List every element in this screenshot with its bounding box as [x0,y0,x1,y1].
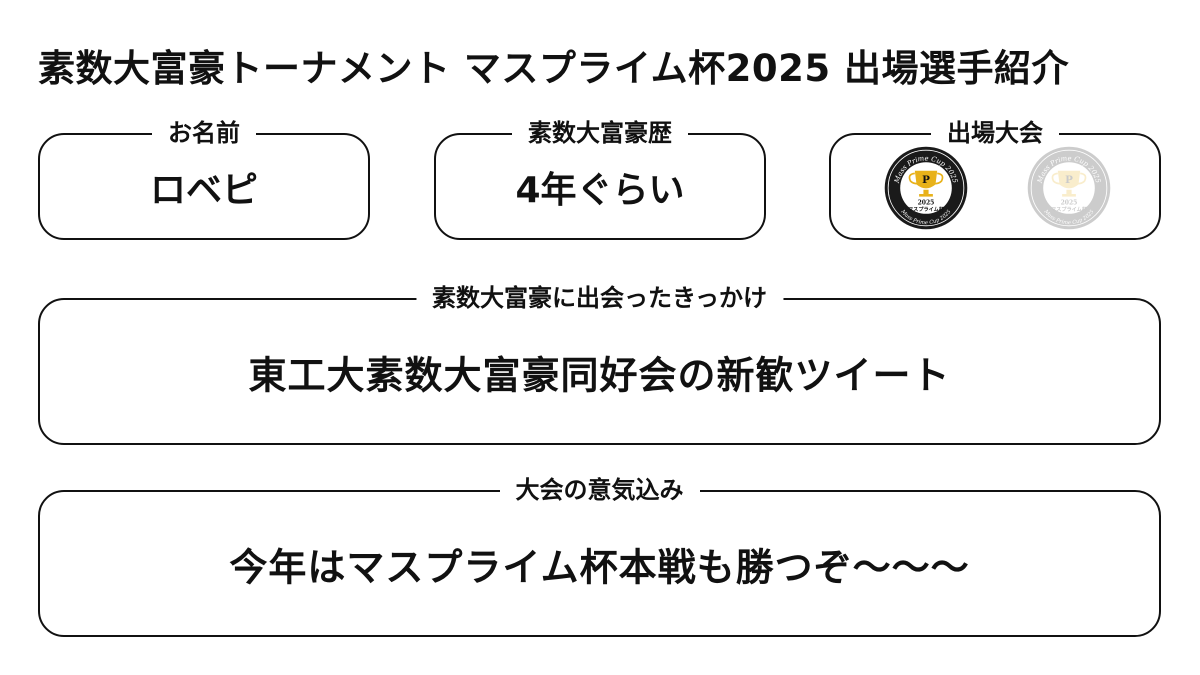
trigger-card: 素数大富豪に出会ったきっかけ 東工大素数大富豪同好会の新歓ツイート [38,283,1161,445]
trigger-label: 素数大富豪に出会ったきっかけ [415,283,784,313]
medal-row: Mass Prime Cup 2025 Mass Prime Cup 2025 … [831,145,1159,231]
events-card: 出場大会 Mass Prime Cup 2025 Mass Prime Cup … [829,118,1161,240]
medal-name: マスプライム杯 [908,205,945,213]
medal-emblem: P [922,174,930,186]
history-card: 素数大富豪歴 4年ぐらい [434,118,766,240]
name-label: お名前 [152,118,256,148]
resolve-card: 大会の意気込み 今年はマスプライム杯本戦も勝つぞ〜〜〜 [38,475,1161,637]
medal-year: 2025 [918,199,935,206]
history-value: 4年ぐらい [515,169,685,211]
trigger-value: 東工大素数大富豪同好会の新歓ツイート [248,353,951,397]
medal-name: マスプライム杯 [1051,205,1088,213]
name-value: ロベピ [149,169,258,211]
medal-emblem: P [1065,174,1073,186]
history-label: 素数大富豪歴 [512,118,688,148]
medal-year: 2025 [1061,199,1078,206]
tournament-medal-icon: Mass Prime Cup 2025 Mass Prime Cup 2025 … [884,146,968,230]
page-title: 素数大富豪トーナメント マスプライム杯2025 出場選手紹介 [38,47,1069,90]
events-label: 出場大会 [931,118,1059,148]
name-card: お名前 ロベピ [38,118,370,240]
resolve-value: 今年はマスプライム杯本戦も勝つぞ〜〜〜 [229,545,970,589]
resolve-label: 大会の意気込み [499,475,700,505]
tournament-medal-icon: Mass Prime Cup 2025 Mass Prime Cup 2025 … [1027,146,1111,230]
